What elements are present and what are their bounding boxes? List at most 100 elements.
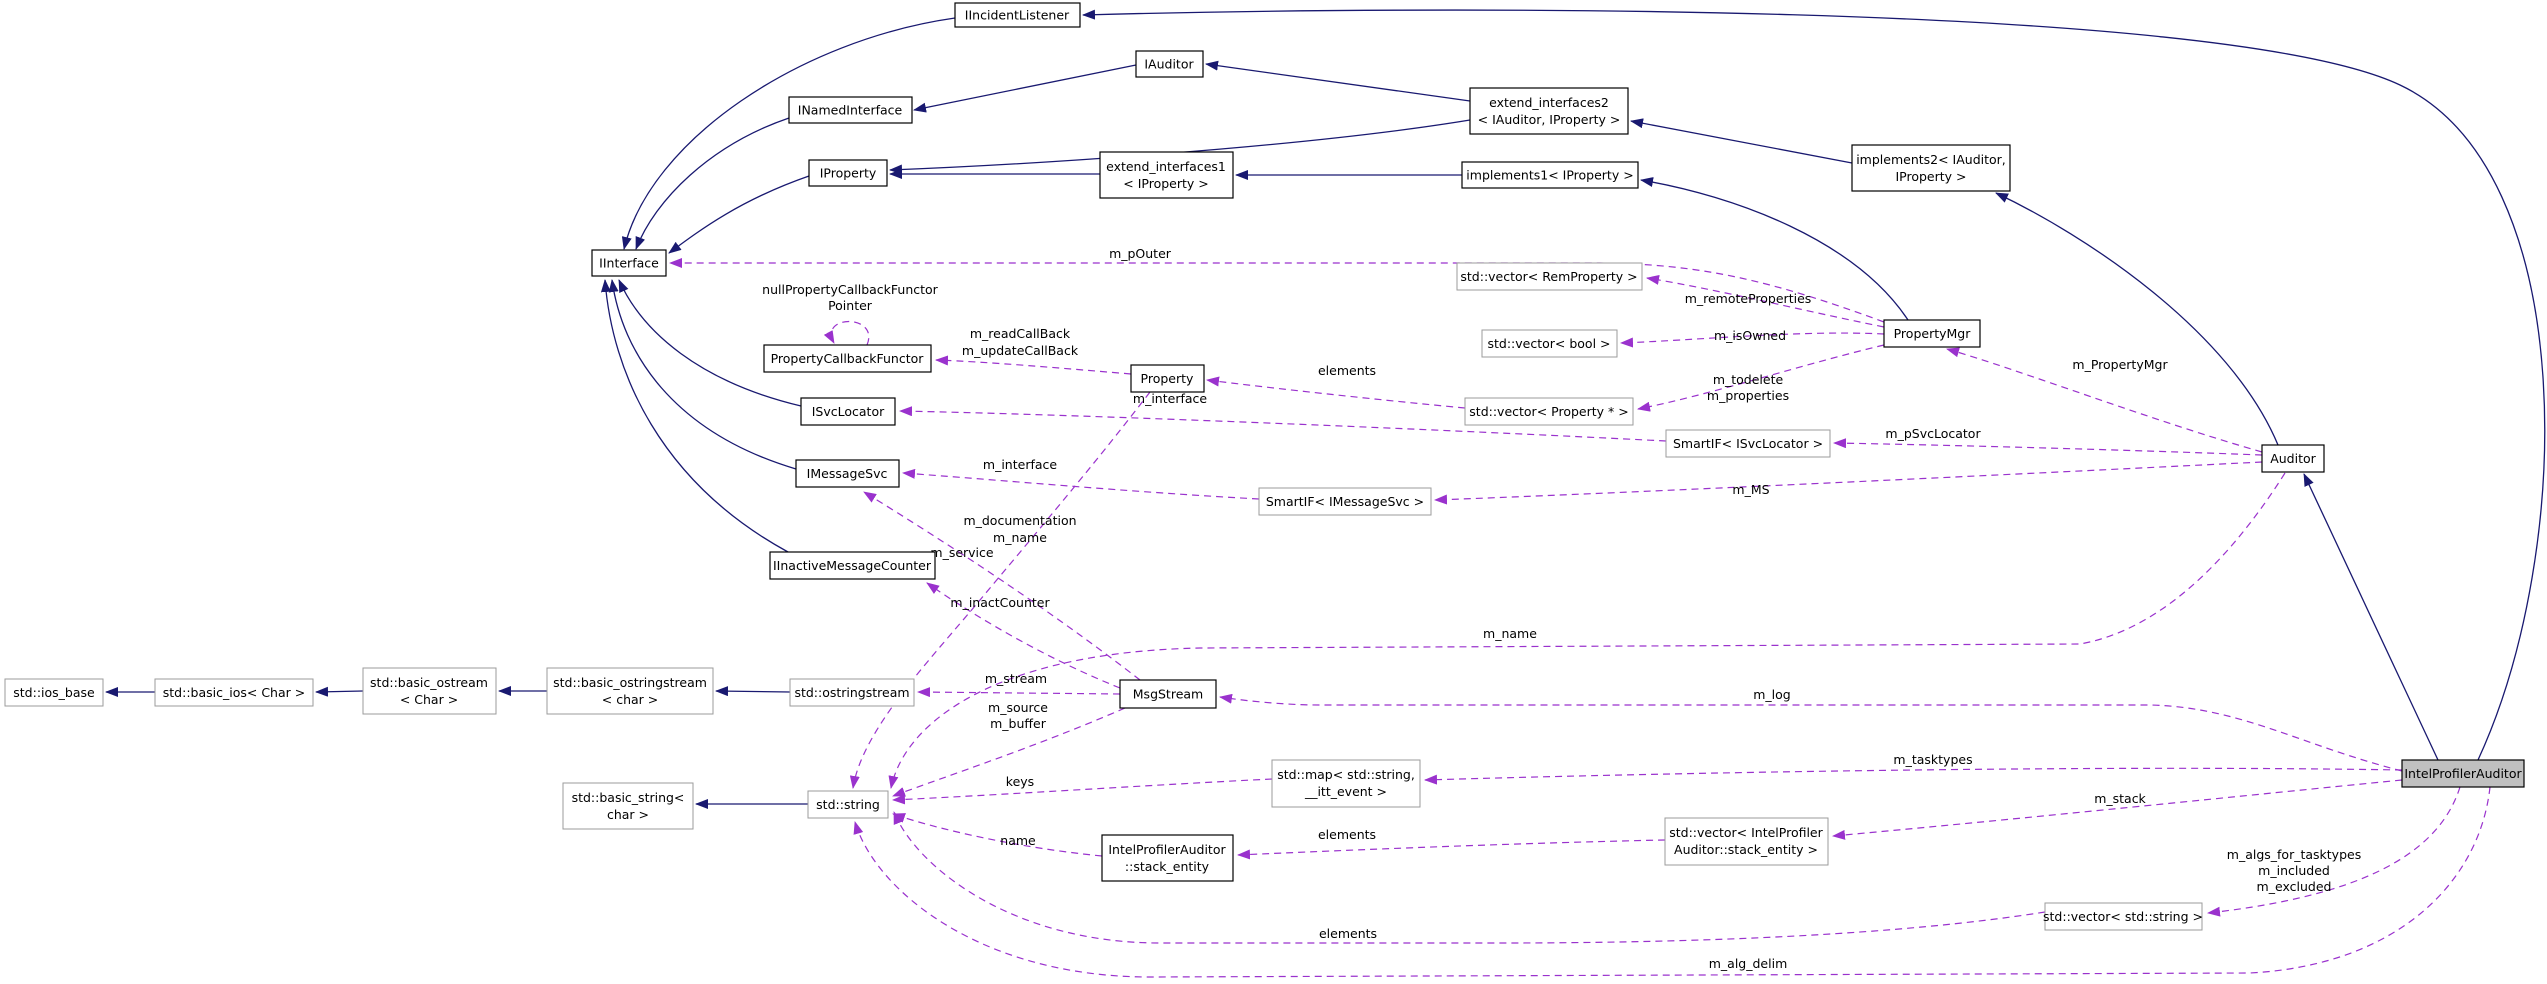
node-box (1665, 429, 1831, 458)
node-box[interactable] (1469, 87, 1629, 135)
node-label[interactable]: PropertyCallbackFunctor (771, 351, 925, 366)
edge-inherit-inamedinterface-iinterface (635, 117, 790, 250)
edge-use-propertycallbackfunctor-selfloop (823, 320, 870, 346)
node-box[interactable] (1883, 319, 1981, 348)
edge-label-m-log: m_log (1753, 687, 1790, 702)
node-iinterface[interactable]: IInterface (591, 249, 667, 277)
node-box[interactable] (2261, 444, 2325, 473)
node-implements1[interactable]: implements1< IProperty > (1461, 161, 1639, 189)
node-auditor[interactable]: Auditor (2261, 444, 2325, 473)
edge-label-m-included: m_included (2258, 863, 2330, 878)
edge-use-auditor-propertymgr (1946, 347, 2263, 453)
node-box (1481, 329, 1618, 358)
node-extend-interfaces1[interactable]: extend_interfaces1 < IProperty > (1099, 151, 1234, 199)
node-box (1271, 759, 1421, 808)
node-smartif-imessagesvc: SmartIF< IMessageSvc > (1258, 487, 1432, 516)
node-basic-ostringstream: std::basic_ostringstream < char > (546, 667, 714, 715)
node-msgstream[interactable]: MsgStream (1119, 679, 1217, 709)
node-box (2401, 759, 2525, 788)
edge-use-vectorstring-string-elements (893, 811, 2046, 944)
node-propertymgr[interactable]: PropertyMgr (1883, 319, 1981, 348)
node-label: SmartIF< IMessageSvc > (1266, 494, 1424, 509)
edge-label-m-name-auditor: m_name (1483, 626, 1537, 641)
node-box (362, 667, 497, 715)
node-label-line2: Auditor::stack_entity > (1674, 842, 1818, 857)
node-box[interactable] (1851, 144, 2011, 192)
edge-label-elements-property: elements (1318, 363, 1376, 378)
node-isvclocator[interactable]: ISvcLocator (800, 397, 896, 426)
node-box[interactable] (1130, 364, 1205, 393)
node-label: std::vector< Property * > (1469, 404, 1628, 419)
node-label[interactable]: IProperty (820, 166, 877, 181)
node-label-line2[interactable]: < IAuditor, IProperty > (1478, 112, 1621, 127)
node-iauditor[interactable]: IAuditor (1135, 50, 1204, 78)
edge-label-nullfunctor-line2: Pointer (828, 298, 873, 313)
node-label[interactable]: IAuditor (1144, 57, 1194, 72)
node-label-line1[interactable]: IntelProfilerAuditor (1108, 842, 1226, 857)
node-label[interactable]: implements1< IProperty > (1466, 168, 1633, 183)
edge-inherit-iincidentlistener-iinterface (621, 17, 956, 250)
node-box (154, 678, 314, 707)
node-vector-remproperty: std::vector< RemProperty > (1456, 262, 1643, 291)
node-box[interactable] (1135, 50, 1204, 78)
node-label: std::ios_base (13, 685, 95, 700)
node-inamedinterface[interactable]: INamedInterface (788, 96, 913, 124)
node-label-line2[interactable]: IProperty > (1895, 169, 1966, 184)
node-label-line2[interactable]: ::stack_entity (1125, 859, 1210, 874)
edge-use-map-string-keys (892, 778, 1273, 805)
node-box (562, 782, 694, 830)
node-label-line1[interactable]: implements2< IAuditor, (1856, 152, 2006, 167)
node-label[interactable]: IMessageSvc (807, 466, 888, 481)
node-vector-string: std::vector< std::string > (2043, 902, 2203, 931)
node-label[interactable]: MsgStream (1133, 687, 1203, 702)
node-box[interactable] (1461, 161, 1639, 189)
node-box[interactable] (800, 397, 896, 426)
node-smartif-isvclocator: SmartIF< ISvcLocator > (1665, 429, 1831, 458)
node-label[interactable]: Auditor (2270, 451, 2316, 466)
node-box[interactable] (954, 2, 1081, 28)
node-label[interactable]: IInterface (599, 256, 659, 271)
node-label: SmartIF< ISvcLocator > (1673, 436, 1823, 451)
node-property[interactable]: Property (1130, 364, 1205, 393)
edge-label-elements-stack: elements (1318, 827, 1376, 842)
node-label[interactable]: ISvcLocator (812, 404, 885, 419)
node-iincidentlistener[interactable]: IIncidentListener (954, 2, 1081, 28)
node-box[interactable] (1101, 834, 1234, 882)
node-label-line1[interactable]: extend_interfaces2 (1489, 95, 1609, 110)
node-label[interactable]: PropertyMgr (1894, 326, 1972, 341)
edge-inherit-intelprofilerauditor-auditor (2303, 473, 2439, 761)
node-label-line1[interactable]: extend_interfaces1 (1106, 159, 1226, 174)
edge-label-m-updatecallback: m_updateCallBack (962, 343, 1079, 358)
edge-label-name: name (1000, 833, 1036, 848)
edge-use-vectorproperty-property-elements (1206, 376, 1466, 409)
edge-use-intelprofilerauditor-vectorstackentity-stack (1832, 779, 2403, 840)
node-stack-entity[interactable]: IntelProfilerAuditor ::stack_entity (1101, 834, 1234, 882)
node-imessagesvc[interactable]: IMessageSvc (795, 459, 900, 488)
edge-label-elements-string: elements (1319, 926, 1377, 941)
node-label[interactable]: Property (1141, 371, 1194, 386)
node-label-line2: __itt_event > (1304, 784, 1387, 799)
node-basic-ostream: std::basic_ostream < Char > (362, 667, 497, 715)
node-label[interactable]: INamedInterface (798, 103, 903, 118)
node-label-line2[interactable]: < IProperty > (1123, 176, 1208, 191)
node-label[interactable]: IIncidentListener (965, 8, 1070, 23)
node-box[interactable] (769, 551, 936, 580)
node-box (2044, 902, 2203, 931)
node-box[interactable] (1119, 679, 1217, 709)
node-implements2[interactable]: implements2< IAuditor, IProperty > (1851, 144, 2011, 192)
node-box[interactable] (763, 344, 932, 373)
edge-label-m-stream: m_stream (985, 671, 1047, 686)
node-box[interactable] (1099, 151, 1234, 199)
node-propertycallbackfunctor[interactable]: PropertyCallbackFunctor (763, 344, 932, 373)
node-box[interactable] (591, 249, 667, 277)
node-iproperty[interactable]: IProperty (808, 159, 888, 187)
edge-use-intelprofilerauditor-string-algdelim (853, 786, 2491, 978)
edge-use-intelprofilerauditor-vectorstring-algs (2207, 786, 2461, 917)
node-label[interactable]: IInactiveMessageCounter (773, 558, 932, 573)
node-label: std::vector< std::string > (2043, 909, 2203, 924)
node-box[interactable] (808, 159, 888, 187)
node-iinactivemessagecounter[interactable]: IInactiveMessageCounter (769, 551, 936, 580)
node-box[interactable] (788, 96, 913, 124)
node-box[interactable] (795, 459, 900, 488)
node-extend-interfaces2[interactable]: extend_interfaces2 < IAuditor, IProperty… (1469, 87, 1629, 135)
